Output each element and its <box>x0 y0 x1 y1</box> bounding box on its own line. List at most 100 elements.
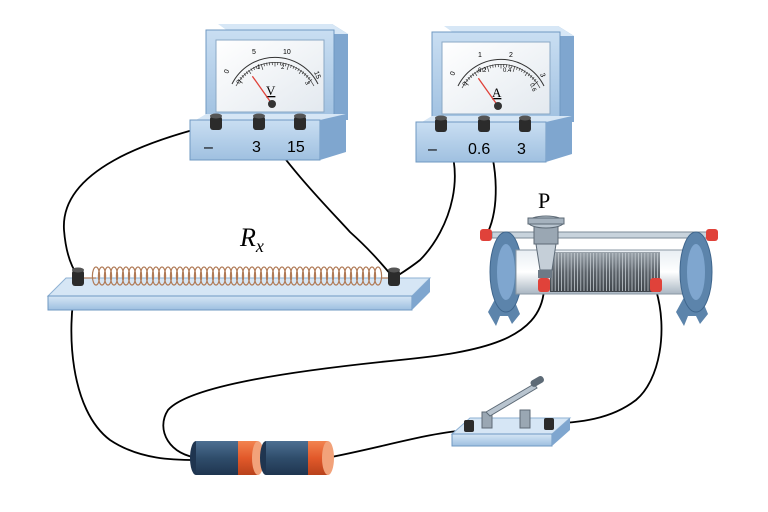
rheostat-terminal-right[interactable] <box>650 278 662 292</box>
coil-loop <box>211 266 221 286</box>
coil-loop <box>163 266 173 286</box>
ammeter-tick <box>486 65 490 72</box>
coil-loop <box>265 266 275 286</box>
voltmeter-unit-label: V <box>266 83 276 98</box>
voltmeter-terminal-label-neg: – <box>204 139 213 156</box>
coil-loop <box>229 266 239 286</box>
resistor-board-front <box>47 295 413 311</box>
voltmeter-tick <box>297 68 300 72</box>
voltmeter-scale-bottom-2: 2 <box>281 65 285 71</box>
switch-handle[interactable] <box>529 375 545 388</box>
voltmeter-tick <box>295 67 298 71</box>
coil-loop <box>373 266 383 286</box>
ammeter-tick <box>471 73 475 77</box>
coil-loop <box>121 266 131 286</box>
voltmeter-scale-bottom-3: 3 <box>303 81 310 87</box>
voltmeter-scale-bottom-0: 0 <box>236 79 243 85</box>
voltmeter-base-side <box>320 114 346 160</box>
voltmeter-scale-top-0: 0 <box>223 69 231 75</box>
coil-loop <box>355 266 365 286</box>
rheostat-end-plate-left-inner <box>497 244 515 300</box>
ammeter-tick <box>529 75 533 78</box>
coil-loop <box>361 266 371 286</box>
voltmeter-needle <box>251 75 273 105</box>
coil-loop <box>313 266 323 286</box>
ammeter-scale-arc <box>457 58 545 87</box>
coil-loop <box>337 266 347 286</box>
rheostat-rod-cap-right[interactable] <box>706 229 718 241</box>
ammeter-terminal-06[interactable] <box>478 115 490 133</box>
ammeter-terminal-3[interactable] <box>519 115 531 133</box>
voltmeter-terminal-15[interactable] <box>294 113 306 131</box>
coil-loop <box>283 266 293 286</box>
voltmeter-terminal-label-3: 3 <box>252 139 261 156</box>
ammeter-tick <box>476 70 479 74</box>
voltmeter-scale-top-3: 15 <box>312 70 321 80</box>
resistor-terminal-left[interactable] <box>72 267 84 287</box>
battery-cell-1 <box>190 441 268 475</box>
resistor-label-main: R <box>239 223 256 252</box>
coil-loop <box>145 266 155 286</box>
voltmeter-scale-arc <box>231 56 319 85</box>
coil-loop <box>217 266 227 286</box>
ammeter-scale-bottom-3: 0.6 <box>528 83 537 94</box>
ammeter-tick <box>533 79 537 82</box>
ammeter-tick <box>467 77 471 80</box>
voltmeter-tick <box>260 63 264 70</box>
ammeter-tick <box>492 64 494 68</box>
voltmeter-tick <box>250 68 253 72</box>
ammeter-tick <box>469 75 473 78</box>
coil-loop <box>187 266 197 286</box>
ammeter-scale-bottom-2: 0.4 <box>503 68 512 74</box>
ammeter-tick <box>521 69 524 73</box>
switch-contact-post <box>519 409 531 429</box>
ammeter-needle-pivot <box>494 102 502 110</box>
ammeter-tick <box>508 64 510 68</box>
coil-loop <box>349 266 359 286</box>
coil-loop <box>133 266 143 286</box>
coil-loop <box>295 266 305 286</box>
voltmeter-terminal-3[interactable] <box>253 113 265 131</box>
rheostat-coil <box>550 252 660 292</box>
voltmeter-base-top <box>196 114 346 120</box>
voltmeter-tick <box>307 79 313 84</box>
ammeter-tick <box>518 67 521 71</box>
ammeter-scale-bottom-0: 0 <box>462 81 469 87</box>
coil-loop <box>157 266 167 286</box>
switch-terminal-left[interactable] <box>464 420 474 432</box>
ammeter-needle <box>477 77 499 107</box>
coil-loop <box>181 266 191 286</box>
ammeter-terminal-neg[interactable] <box>435 115 447 133</box>
voltmeter-tick <box>241 75 245 78</box>
resistor-terminal-right[interactable] <box>388 267 400 287</box>
switch-blade[interactable] <box>485 383 538 417</box>
wire-battery-to-switch <box>325 429 471 459</box>
coil-loop <box>277 266 287 286</box>
resistor-coil <box>84 266 390 286</box>
knife-switch[interactable] <box>450 375 572 447</box>
voltmeter-tick <box>255 65 258 69</box>
ammeter-tick <box>523 70 526 74</box>
switch-terminal-right[interactable] <box>544 418 554 430</box>
rheostat-slider-p[interactable] <box>527 215 565 278</box>
rheostat-rod-cap-left[interactable] <box>480 229 492 241</box>
ammeter-unit-label: A <box>492 85 502 100</box>
voltmeter-tick <box>263 63 265 67</box>
voltmeter-tick <box>292 65 295 69</box>
coil-loop <box>193 266 203 286</box>
voltmeter-terminal-neg[interactable] <box>210 113 222 131</box>
resistor-label: Rx <box>239 223 264 256</box>
ammeter-terminal-label-06: 0.6 <box>468 141 490 158</box>
voltmeter-scale-top-2: 10 <box>283 49 291 56</box>
coil-loop <box>325 266 335 286</box>
ammeter-tick <box>516 66 518 70</box>
ammeter-tick <box>512 65 516 72</box>
ammeter-terminal-label-neg: – <box>428 141 437 158</box>
ammeter-tick <box>481 67 484 71</box>
rheostat-terminal-left[interactable] <box>538 278 550 292</box>
ammeter-scale-top-2: 2 <box>509 52 513 59</box>
coil-loop <box>241 266 251 286</box>
ammeter-tick <box>527 73 531 77</box>
resistor-label-sub: x <box>255 236 264 256</box>
voltmeter-scale-bottom-1: 1 <box>257 65 261 71</box>
